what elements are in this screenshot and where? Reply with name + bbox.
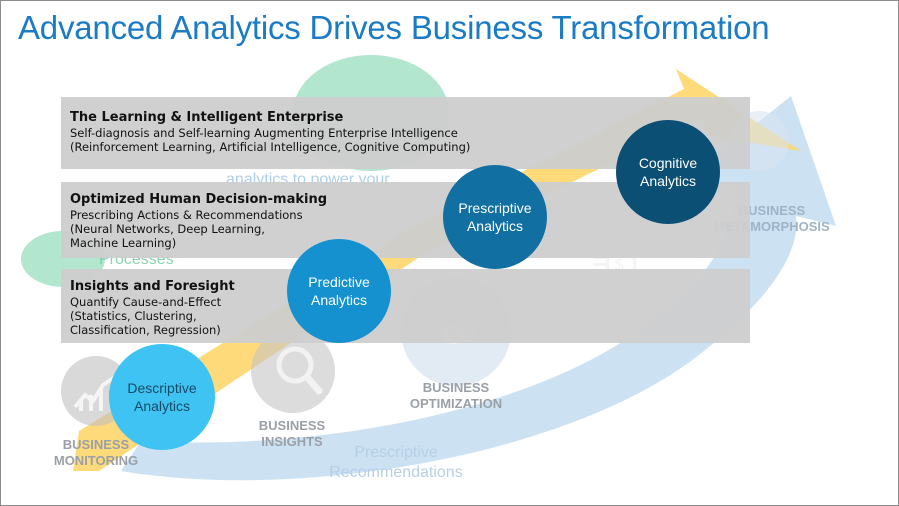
circle-label: Analytics (133, 398, 191, 414)
page-title: Advanced Analytics Drives Business Trans… (18, 9, 770, 46)
label-optimization-line2: OPTIMIZATION (409, 396, 503, 411)
label-insights-line2: INSIGHTS (261, 434, 323, 449)
circle-label: Predictive (308, 274, 370, 290)
band-line: Machine Learning) (70, 236, 177, 250)
band-insights-foresight: Insights and Foresight Quantify Cause-an… (61, 269, 750, 343)
band-heading: The Learning & Intelligent Enterprise (70, 110, 344, 125)
circle-label: Analytics (466, 218, 523, 234)
circle-label: Prescriptive (458, 200, 532, 216)
label-monitoring-line1: BUSINESS (62, 437, 130, 452)
label-business-insights: BUSINESS INSIGHTS (237, 418, 347, 450)
circle-predictive-analytics: Predictive Analytics (287, 239, 391, 343)
circle-prescriptive-analytics: Prescriptive Analytics (443, 165, 547, 269)
band-learning-enterprise: The Learning & Intelligent Enterprise Se… (61, 97, 750, 169)
insights-icon-bg (251, 329, 335, 413)
label-prescriptive-line2: Recommendations (329, 464, 463, 481)
band-line: (Reinforcement Learning, Artificial Inte… (70, 140, 471, 154)
label-monitoring-line2: MONITORING (53, 453, 139, 468)
label-prescriptive-line1: Prescriptive (354, 444, 438, 461)
band-line: Quantify Cause-and-Effect (70, 295, 222, 309)
label-metamorphosis-line1: BUSINESS (738, 203, 806, 218)
circle-label: Analytics (310, 292, 368, 308)
band-line: (Statistics, Clustering, (70, 309, 197, 323)
line-chart-icon (73, 375, 117, 411)
svg-text:$: $ (615, 257, 624, 274)
band-line: Classification, Regression) (70, 323, 221, 337)
circle-label: Cognitive (638, 155, 698, 171)
label-insights-line1: BUSINESS (258, 418, 326, 433)
circle-cognitive-analytics: Cognitive Analytics (616, 120, 720, 224)
label-optimization-line1: BUSINESS (422, 380, 490, 395)
label-business-monitoring: BUSINESS MONITORING (41, 437, 151, 469)
band-line: Prescribing Actions & Recommendations (70, 208, 303, 222)
magnifier-icon (276, 346, 323, 395)
label-prescriptive-recommendations: Prescriptive Recommendations (311, 443, 481, 483)
band-heading: Optimized Human Decision-making (70, 192, 328, 207)
circle-label: Analytics (639, 173, 697, 189)
band-heading: Insights and Foresight (70, 279, 235, 294)
circle-label: Descriptive (127, 380, 197, 396)
circle-descriptive-analytics: Descriptive Analytics (109, 344, 215, 450)
band-line: Self-diagnosis and Self-learning Augment… (70, 126, 458, 140)
label-business-optimization: BUSINESS OPTIMIZATION (391, 380, 521, 412)
band-line: (Neural Networks, Deep Learning, (70, 222, 265, 236)
